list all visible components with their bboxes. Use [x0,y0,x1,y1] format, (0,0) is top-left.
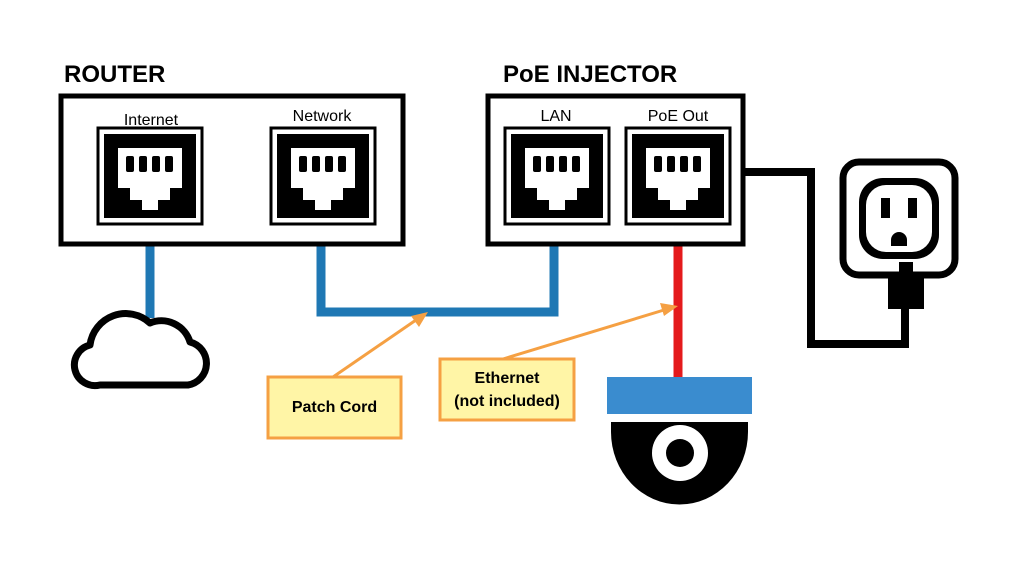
ethernet-port-icon [624,126,732,226]
power-cable [745,168,909,348]
ethernet-port-icon [503,126,611,226]
power-outlet-icon [839,158,959,309]
ethernet-label: Ethernet [475,370,541,387]
cloud-icon [70,310,210,390]
ethernet-port-icon [269,126,377,226]
router-title: ROUTER [64,61,165,88]
ethernet-port-icon [96,126,204,226]
dome-camera-icon [607,377,752,505]
router: ROUTER Internet Network [58,61,406,247]
cables [145,168,909,378]
patch-cord-label: Patch Cord [292,399,377,416]
poe-injector: PoE INJECTOR LAN PoE Out [485,61,746,247]
injector-port-poe-out-label: PoE Out [648,108,709,125]
patch-cord-callout: Patch Cord [266,375,403,440]
injector-title: PoE INJECTOR [503,61,677,88]
injector-port-lan-label: LAN [540,108,571,125]
callout-arrows [332,303,678,379]
patch-cord-cable [316,228,559,317]
ethernet-callout: Ethernet (not included) [438,357,576,422]
ethernet-note-label: (not included) [454,393,560,410]
router-port-network-label: Network [293,108,353,125]
router-port-internet-label: Internet [124,112,179,129]
